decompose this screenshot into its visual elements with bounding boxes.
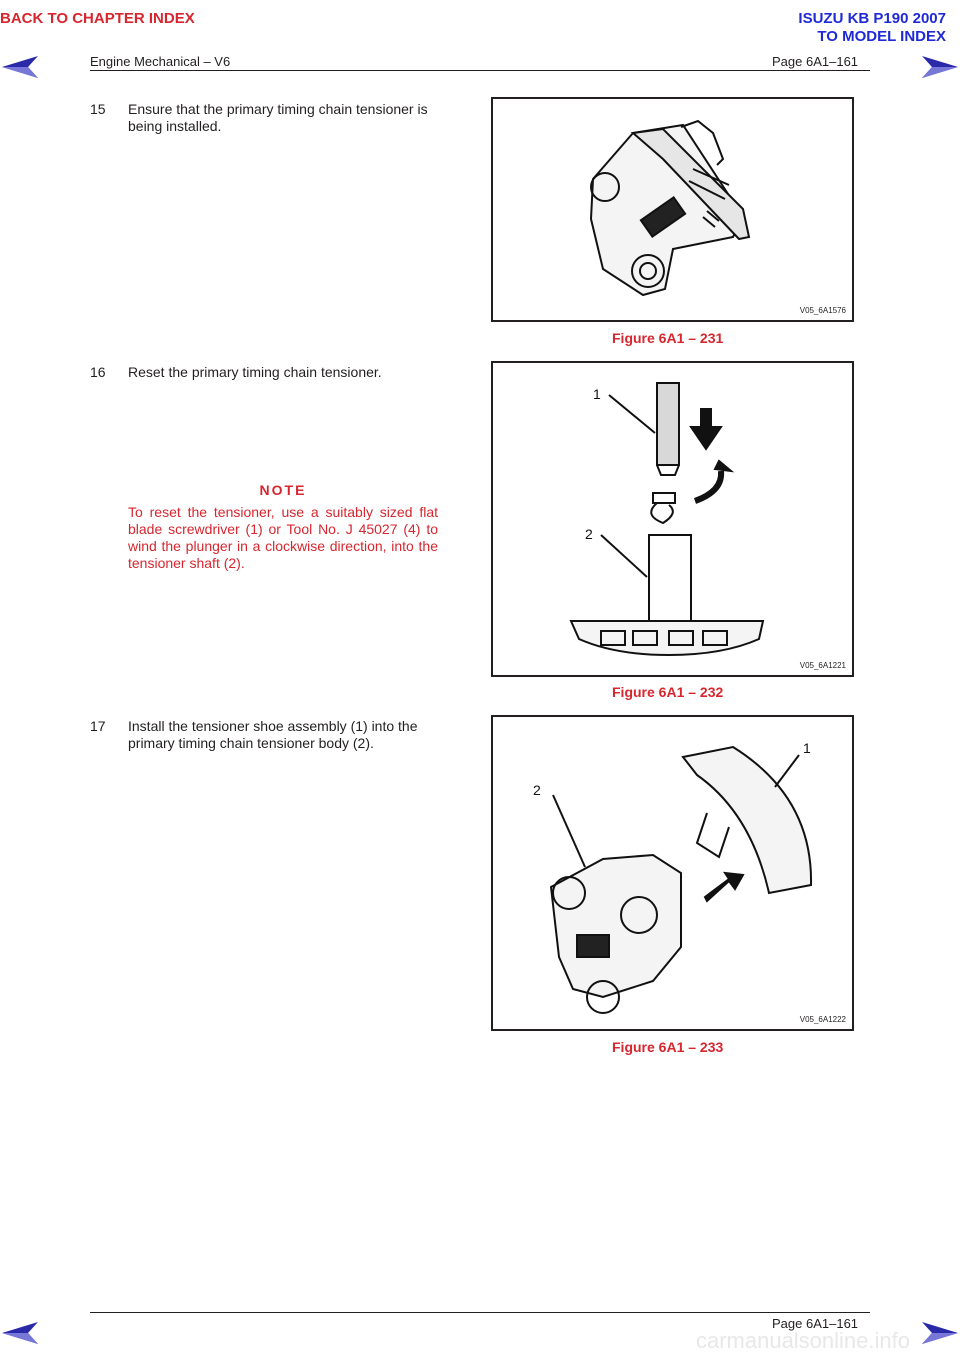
to-model-index-link[interactable]: TO MODEL INDEX xyxy=(817,28,946,45)
back-to-chapter-index-link[interactable]: BACK TO CHAPTER INDEX xyxy=(0,10,195,27)
step-text: Ensure that the primary timing chain ten… xyxy=(128,101,428,134)
callout-1: 1 xyxy=(593,386,601,402)
step-text: Reset the primary timing chain tensioner… xyxy=(128,364,382,380)
right-arrow-icon[interactable] xyxy=(922,56,958,83)
figure-code: V05_6A1221 xyxy=(799,661,846,670)
step-number: 17 xyxy=(90,718,106,734)
figure-caption: Figure 6A1 – 232 xyxy=(612,684,724,700)
section-title: Engine Mechanical – V6 xyxy=(90,54,231,69)
callout-1: 1 xyxy=(803,740,811,756)
page-number: Page 6A1–161 xyxy=(772,54,859,69)
left-arrow-icon[interactable] xyxy=(2,56,38,83)
tensioner-reset-illustration: 1 2 xyxy=(569,382,765,657)
figure-code: V05_6A1576 xyxy=(799,306,846,315)
figure-233: 1 2 V05_6A1222 xyxy=(491,715,854,1031)
callout-2: 2 xyxy=(585,526,593,542)
callout-2: 2 xyxy=(533,782,541,798)
tensioner-illustration xyxy=(589,119,751,297)
left-arrow-icon[interactable] xyxy=(2,1322,38,1349)
right-arrow-icon[interactable] xyxy=(922,1322,958,1349)
shoe-assembly-illustration: 1 2 xyxy=(533,740,813,1014)
model-title: ISUZU KB P190 2007 xyxy=(798,10,946,27)
note-text: To reset the tensioner, use a suitably s… xyxy=(128,504,438,571)
note-title: NOTE xyxy=(259,482,307,498)
figure-232: 1 2 V05_6A1221 xyxy=(491,361,854,677)
step-number: 16 xyxy=(90,364,106,380)
header-rule xyxy=(90,70,870,71)
figure-caption: Figure 6A1 – 233 xyxy=(612,1039,724,1055)
footer-page-number: Page 6A1–161 xyxy=(772,1316,859,1331)
figure-code: V05_6A1222 xyxy=(799,1015,846,1024)
figure-231: V05_6A1576 xyxy=(491,97,854,322)
step-number: 15 xyxy=(90,101,106,117)
figure-caption: Figure 6A1 – 231 xyxy=(612,330,724,346)
watermark: carmanualsonline.info xyxy=(695,1328,910,1353)
step-text: Install the tensioner shoe assembly (1) … xyxy=(128,718,418,751)
footer-rule xyxy=(90,1312,870,1313)
